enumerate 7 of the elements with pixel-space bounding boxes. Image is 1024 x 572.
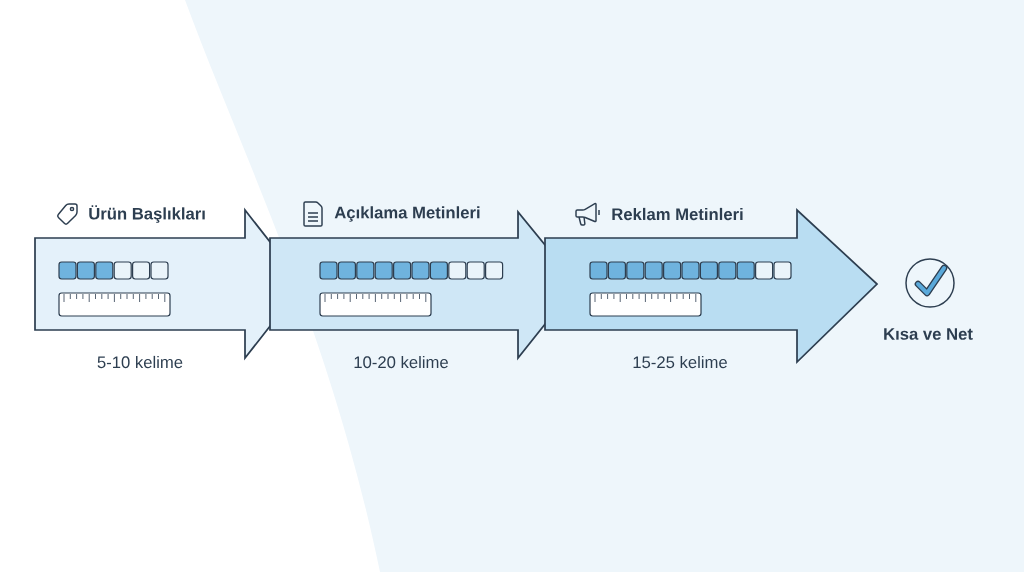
result-label: Kısa ve Net bbox=[884, 328, 973, 340]
step-heading: Reklam Metinleri bbox=[612, 207, 743, 221]
word-count: 5-10 kelime bbox=[97, 355, 183, 369]
step-heading: Ürün Başlıkları bbox=[89, 205, 205, 223]
word-count: 10-20 kelime bbox=[354, 355, 448, 369]
word-count: 15-25 kelime bbox=[633, 355, 727, 369]
step-heading: Açıklama Metinleri bbox=[334, 206, 480, 222]
